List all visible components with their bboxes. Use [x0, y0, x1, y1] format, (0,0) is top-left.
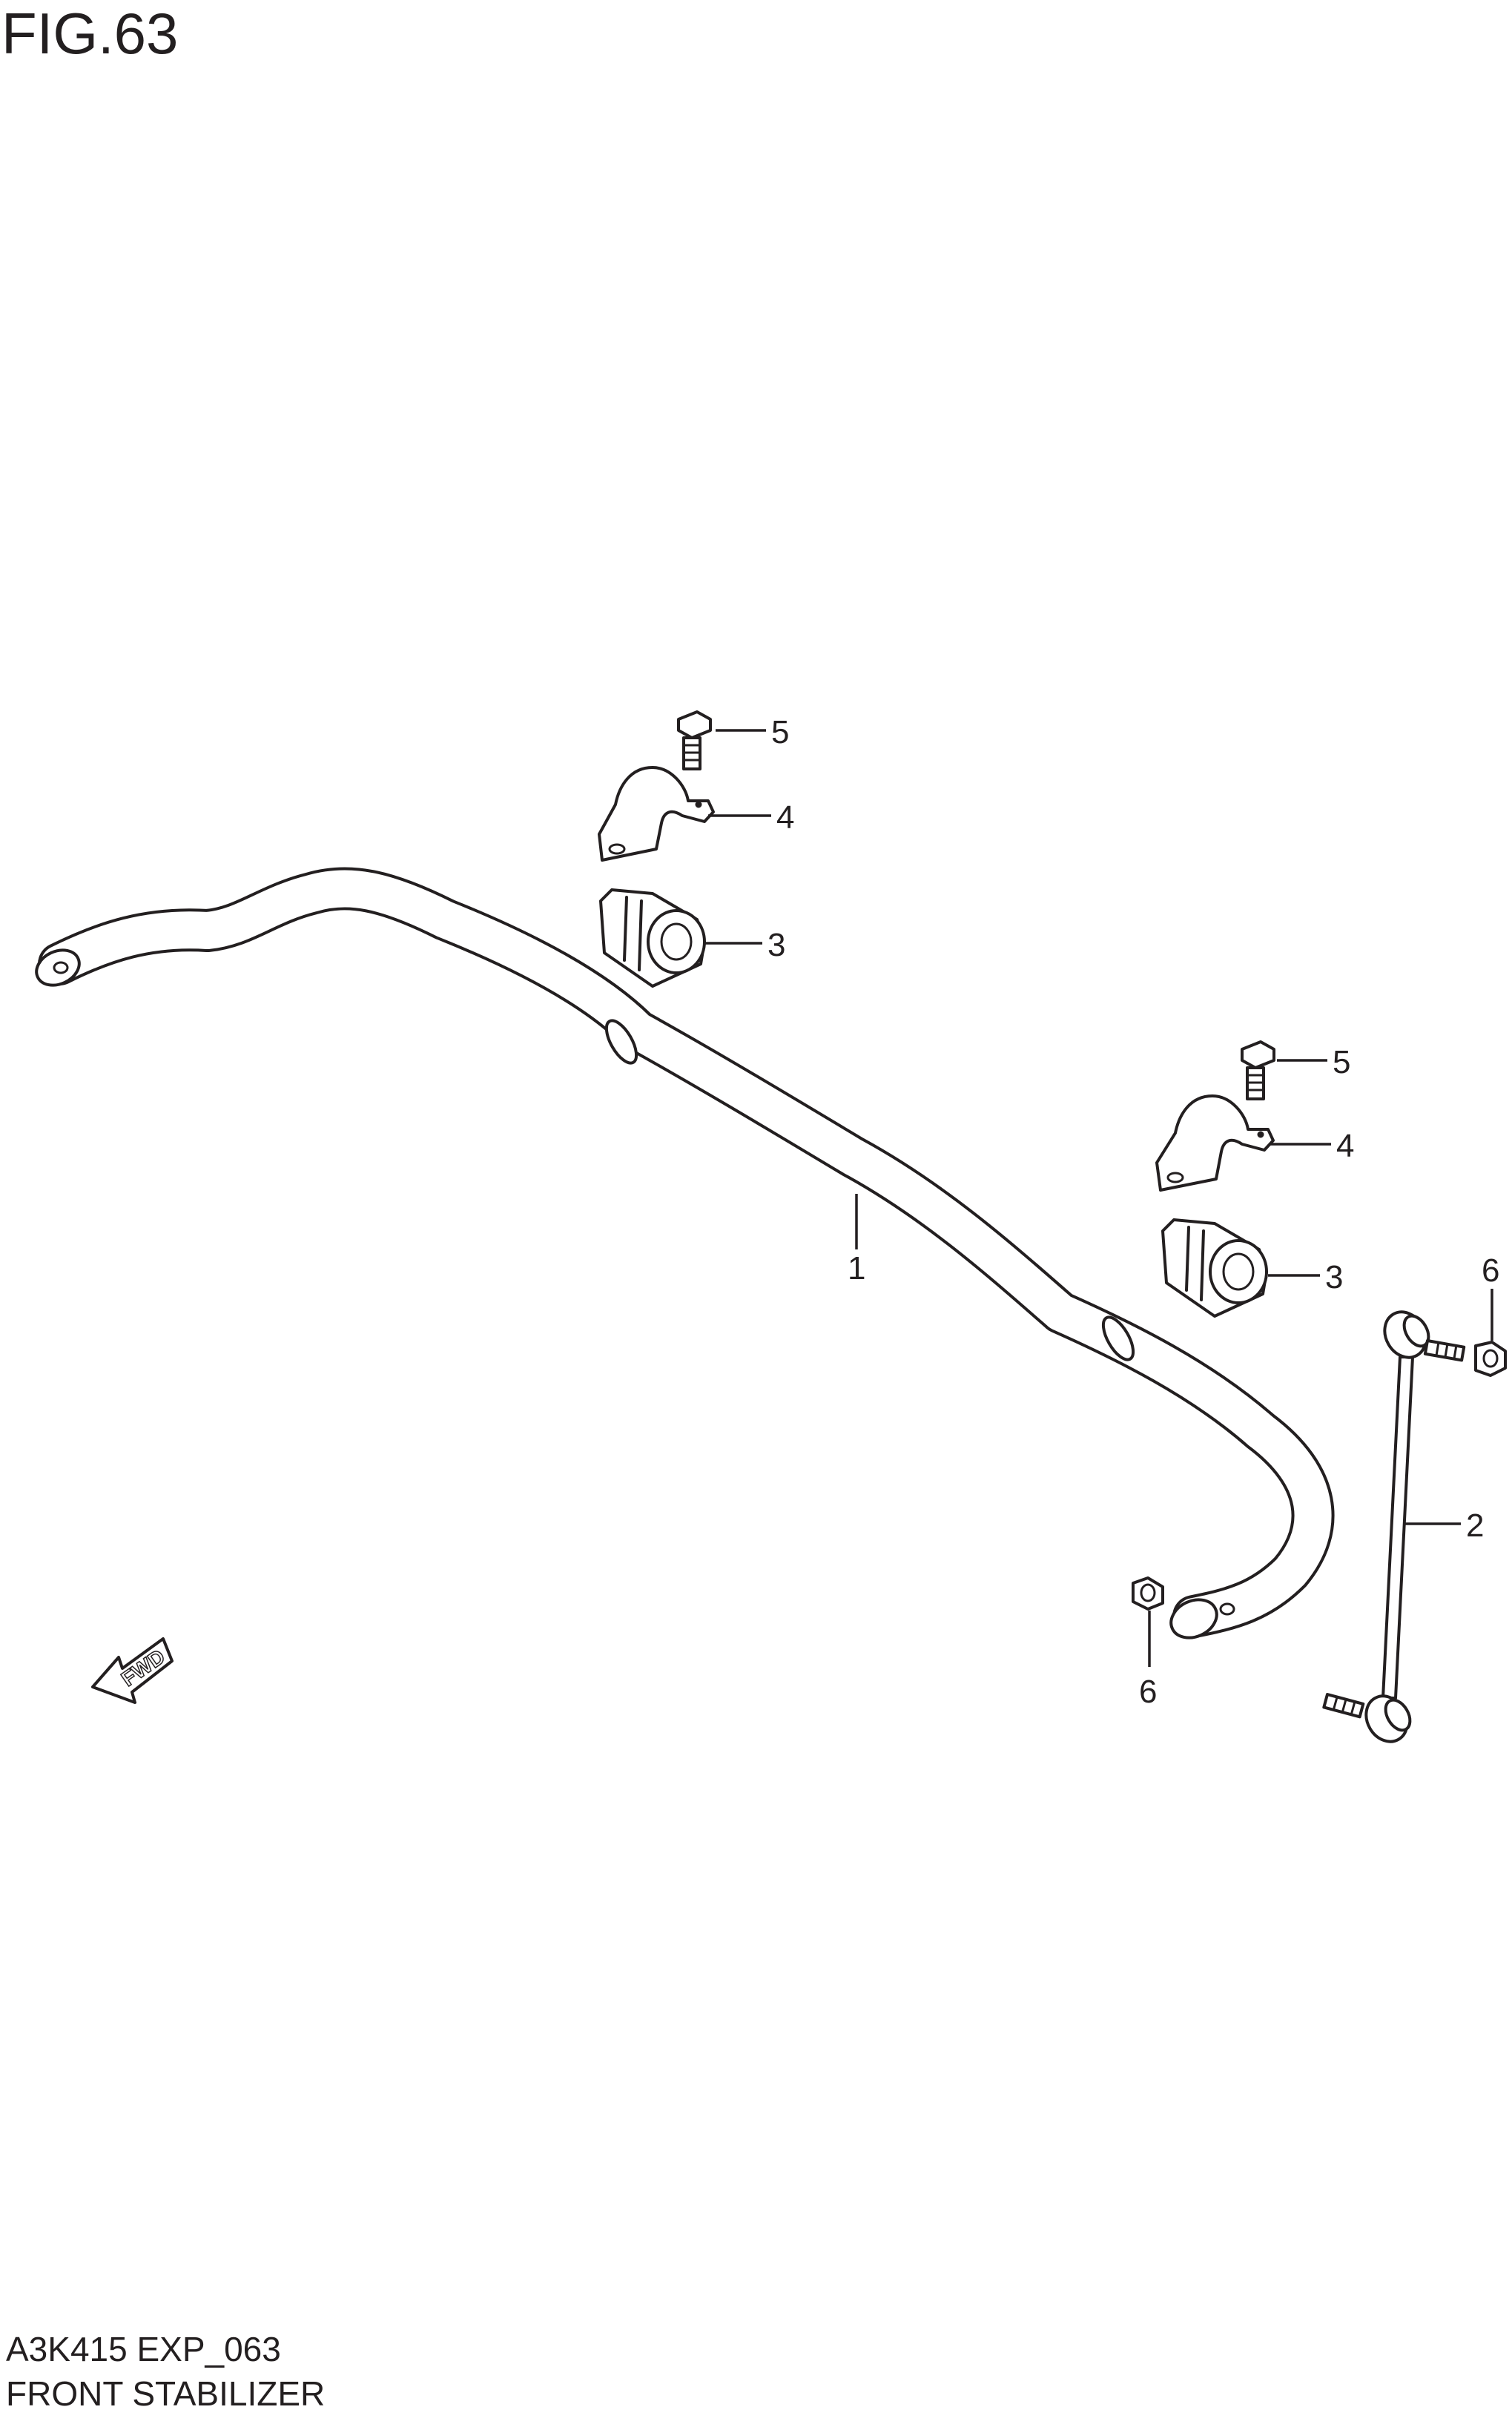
figure-title: FIG.63	[1, 1, 179, 66]
figure-name: FRONT STABILIZER	[6, 2374, 326, 2413]
callout-6-lower: 6	[1139, 1674, 1157, 1710]
bushing-right[interactable]	[1161, 1218, 1268, 1318]
callout-3-left: 3	[767, 927, 785, 963]
callout-5-right: 5	[1333, 1044, 1350, 1080]
callout-6-upper: 6	[1482, 1252, 1499, 1289]
callout-1: 1	[848, 1250, 865, 1287]
bolt-right[interactable]	[1241, 1040, 1275, 1100]
callout-3-right: 3	[1325, 1259, 1343, 1295]
callout-5-left: 5	[771, 714, 789, 750]
bolt-left[interactable]	[677, 710, 712, 770]
callout-2: 2	[1466, 1507, 1484, 1544]
callout-4-left: 4	[776, 799, 794, 836]
stabilizer-link[interactable]	[1322, 1304, 1466, 1748]
fwd-arrow-icon: FWD	[91, 1637, 174, 1704]
bracket-left[interactable]	[598, 766, 715, 862]
bushing-left[interactable]	[599, 888, 706, 988]
nut-upper[interactable]	[1474, 1341, 1507, 1377]
bracket-right[interactable]	[1155, 1094, 1275, 1192]
stabilizer-bar[interactable]	[31, 867, 1335, 1645]
callout-4-right: 4	[1336, 1128, 1354, 1164]
nut-lower[interactable]	[1132, 1576, 1164, 1611]
figure-code: A3K415 EXP_063	[6, 2330, 281, 2368]
